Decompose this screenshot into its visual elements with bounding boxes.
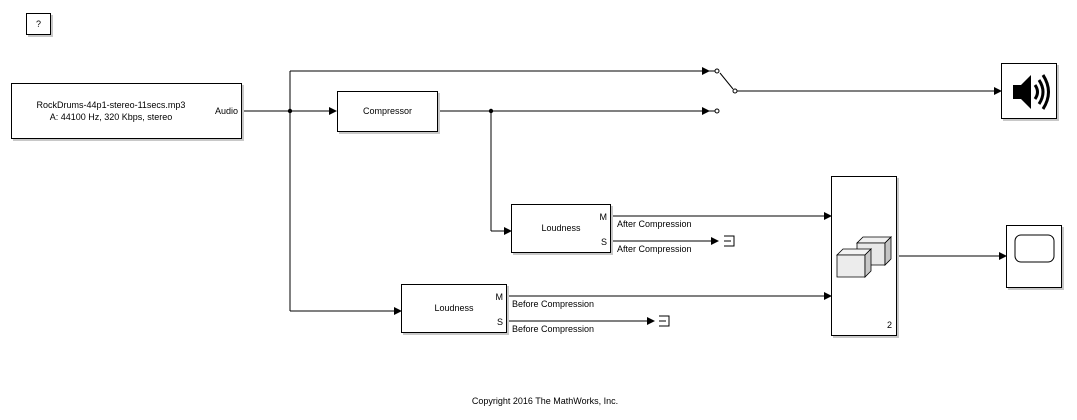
loudness-meter-after-block[interactable]: Loudness M S (511, 204, 611, 253)
port-m-label: M (495, 292, 504, 302)
manual-switch-icon (709, 68, 738, 114)
port-m-label: M (599, 212, 608, 222)
signal-label-before-m: Before Compression (512, 299, 595, 309)
mux-input-count: 2 (886, 320, 892, 330)
scope-icon (1014, 234, 1055, 263)
audio-file-reader-block[interactable]: RockDrums-44p1-stereo-11secs.mp3 A: 4410… (11, 83, 242, 139)
loudness-label: Loudness (434, 303, 474, 313)
speaker-icon (1013, 74, 1050, 110)
audio-port-label: Audio (214, 106, 238, 116)
port-s-label: S (496, 317, 503, 327)
help-label: ? (35, 19, 41, 29)
branch-point-compressor (488, 108, 494, 114)
audio-info: A: 44100 Hz, 320 Kbps, stereo (49, 112, 173, 122)
signal-label-after-s: After Compression (617, 244, 692, 254)
audio-device-writer-block[interactable] (1001, 63, 1057, 119)
terminator-icon (724, 235, 735, 247)
compressor-label: Compressor (362, 106, 412, 116)
signal-label-after-m: After Compression (617, 219, 692, 229)
audio-filename: RockDrums-44p1-stereo-11secs.mp3 (36, 100, 186, 110)
help-button[interactable]: ? (26, 13, 51, 35)
loudness-label: Loudness (541, 223, 581, 233)
port-s-label: S (600, 237, 607, 247)
copyright-text: Copyright 2016 The MathWorks, Inc. (471, 396, 619, 406)
mux-cube-icon (836, 236, 892, 278)
signal-label-before-s: Before Compression (512, 324, 595, 334)
scope-block[interactable] (1006, 225, 1062, 288)
loudness-meter-before-block[interactable]: Loudness M S (401, 284, 507, 333)
mux-block[interactable]: 2 (831, 176, 897, 336)
compressor-block[interactable]: Compressor (337, 91, 438, 132)
branch-point-audio (287, 108, 293, 114)
terminator-icon (659, 315, 670, 327)
